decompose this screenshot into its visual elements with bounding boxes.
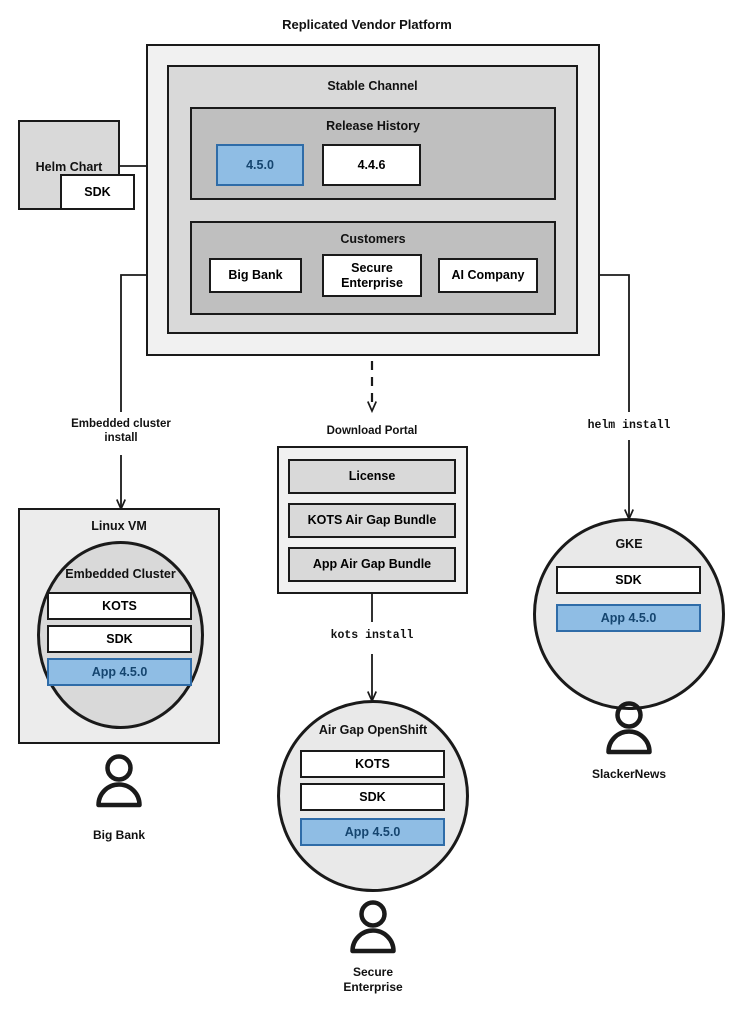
airgap-openshift-label: Air Gap OpenShift	[318, 723, 428, 737]
gke-customer-caption: SlackerNews	[591, 767, 667, 781]
airgap-component-kots[interactable]: KOTS	[300, 750, 445, 778]
release-chip-4-5-0[interactable]: 4.5.0	[216, 144, 304, 186]
download-portal-artifact-kots-bundle[interactable]: KOTS Air Gap Bundle	[288, 503, 456, 538]
customer-chip-secure-enterprise[interactable]: Secure Enterprise	[322, 254, 422, 297]
customer-chip-big-bank[interactable]: Big Bank	[209, 258, 302, 293]
customer-chip-ai-company[interactable]: AI Company	[438, 258, 538, 293]
person-icon	[606, 701, 652, 755]
airgap-customer-caption: Secure Enterprise	[343, 965, 403, 994]
airgap-component-app[interactable]: App 4.5.0	[300, 818, 445, 846]
customers-label: Customers	[340, 232, 406, 246]
helm-chart-sdk-box[interactable]: SDK	[60, 174, 135, 210]
diagram-title: Replicated Vendor Platform	[282, 17, 452, 32]
linux-vm-component-sdk[interactable]: SDK	[47, 625, 192, 653]
linux-vm-customer-caption: Big Bank	[92, 828, 145, 842]
helm-chart-label: Helm Chart	[35, 160, 103, 174]
person-icon	[96, 754, 142, 808]
linux-vm-component-app[interactable]: App 4.5.0	[47, 658, 192, 686]
download-portal-artifact-app-bundle[interactable]: App Air Gap Bundle	[288, 547, 456, 582]
download-portal-artifact-license[interactable]: License	[288, 459, 456, 494]
linux-vm-component-kots[interactable]: KOTS	[47, 592, 192, 620]
gke-label: GKE	[615, 537, 643, 551]
release-chip-4-4-6[interactable]: 4.4.6	[322, 144, 421, 186]
edge-label-helm-install: helm install	[549, 417, 709, 436]
edge-label-kots-install: kots install	[292, 627, 452, 646]
stable-channel-label: Stable Channel	[327, 79, 418, 93]
airgap-component-sdk[interactable]: SDK	[300, 783, 445, 811]
person-icon	[350, 900, 396, 954]
release-history-label: Release History	[326, 119, 420, 133]
linux-vm-label: Linux VM	[91, 519, 147, 533]
download-portal-title: Download Portal	[292, 422, 452, 441]
embedded-cluster-label: Embedded Cluster	[65, 567, 176, 581]
gke-component-app[interactable]: App 4.5.0	[556, 604, 701, 632]
gke-component-sdk[interactable]: SDK	[556, 566, 701, 594]
edge-label-embedded-cluster-install: Embedded cluster install	[48, 415, 194, 448]
